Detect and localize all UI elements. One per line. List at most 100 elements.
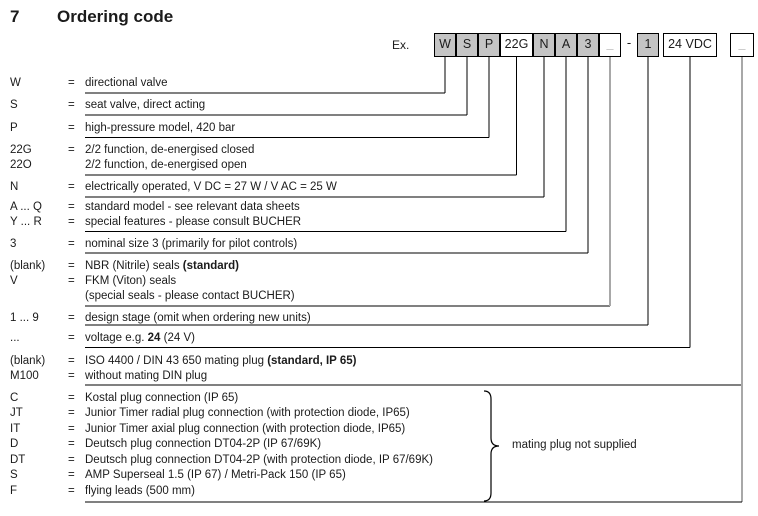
code-row: JT = Junior Timer radial plug connection (…: [0, 407, 758, 422]
code-description: (special seals - please contact BUCHER): [85, 290, 295, 302]
code-description: without mating DIN plug: [85, 369, 208, 382]
code-description: Kostal plug connection (IP 65): [85, 391, 239, 404]
brace-label: mating plug not supplied: [512, 439, 637, 451]
code-box: A: [555, 33, 577, 57]
code-row: (blank) = NBR (Nitrile) seals (standard): [0, 260, 758, 275]
code-description: FKM (Viton) seals: [85, 275, 177, 287]
code-label: ...: [10, 332, 20, 344]
code-label: F: [10, 484, 18, 497]
equals-sign: =: [68, 453, 75, 466]
code-description: ISO 4400 / DIN 43 650 mating plug (stand…: [85, 354, 357, 367]
code-label: IT: [10, 422, 21, 435]
equals-sign: =: [68, 369, 75, 382]
equals-sign: =: [68, 407, 75, 419]
code-box: S: [456, 33, 478, 57]
code-description: 2/2 function, de-energised closed: [85, 144, 255, 156]
code-row: P = high-pressure model, 420 bar: [0, 122, 758, 137]
code-description: high-pressure model, 420 bar: [85, 121, 236, 134]
code-row: (blank) = ISO 4400 / DIN 43 650 mating plu…: [0, 355, 758, 370]
code-label: (blank): [10, 354, 46, 367]
section-number: 7: [10, 7, 20, 26]
example-label: Ex.: [392, 38, 410, 52]
code-label: JT: [10, 407, 23, 419]
code-description: voltage e.g. 24 (24 V): [85, 332, 195, 344]
code-label: DT: [10, 453, 26, 466]
code-description: 2/2 function, de-energised open: [85, 159, 247, 171]
code-description: standard model - see relevant data sheet…: [85, 200, 300, 213]
equals-sign: =: [68, 422, 75, 435]
equals-sign: =: [68, 237, 75, 250]
code-row: Y ... R=special features - please consul…: [0, 216, 758, 231]
code-row: N=electrically operated, V DC = 27 W / V…: [0, 181, 758, 196]
code-label: Y ... R: [10, 215, 42, 228]
code-label: A ... Q: [10, 200, 42, 213]
code-row: (special seals - please contact BUCHER): [0, 290, 758, 305]
code-description: Junior Timer radial plug connection (wit…: [85, 407, 410, 419]
code-row: M100 = without mating DIN plug: [0, 370, 758, 385]
code-row: F=flying leads (500 mm): [0, 485, 758, 500]
equals-sign: =: [68, 200, 75, 213]
equals-sign: =: [68, 121, 75, 134]
code-row: V=FKM (Viton) seals: [0, 275, 758, 290]
equals-sign: =: [68, 144, 75, 156]
code-row: 22O 2/2 function, de-energised open: [0, 159, 758, 174]
code-description: AMP Superseal 1.5 (IP 67) / Metri-Pack 1…: [85, 469, 346, 481]
code-box: 1: [637, 33, 659, 57]
code-label: C: [10, 391, 19, 404]
code-label: 22O: [10, 159, 32, 171]
code-label: P: [10, 121, 18, 134]
equals-sign: =: [68, 275, 75, 287]
equals-sign: =: [68, 469, 75, 481]
code-description: Deutsch plug connection DT04-2P (with pr…: [85, 453, 433, 466]
code-row: D = Deutsch plug connection DT04-2P (IP 67…: [0, 438, 758, 453]
page-title: Ordering code: [57, 7, 174, 26]
code-box: _: [599, 33, 621, 57]
equals-sign: =: [68, 181, 75, 193]
code-label: 1 ... 9: [10, 311, 39, 324]
code-separator: -: [626, 35, 632, 50]
code-description: Junior Timer axial plug connection (with…: [85, 422, 406, 435]
code-description: special features - please consult BUCHER: [85, 215, 302, 228]
code-row: 22G = 2/2 function, de-energised closed: [0, 144, 758, 159]
code-row: 3 = nominal size 3 (primarily for pilot co…: [0, 238, 758, 253]
equals-sign: =: [68, 438, 75, 450]
code-row: IT = Junior Timer axial plug connection (w…: [0, 423, 758, 438]
code-label: W: [10, 77, 21, 89]
code-row: S = seat valve, direct acting: [0, 99, 758, 114]
code-description: NBR (Nitrile) seals (standard): [85, 260, 239, 272]
equals-sign: =: [68, 354, 75, 367]
code-box: _: [730, 33, 754, 57]
code-description: Deutsch plug connection DT04-2P (IP 67/6…: [85, 438, 322, 450]
code-label: M100: [10, 369, 39, 382]
equals-sign: =: [68, 99, 75, 111]
code-box: 22G: [500, 33, 533, 57]
code-label: (blank): [10, 260, 46, 272]
code-label: S: [10, 99, 18, 111]
code-row: ... = voltage e.g. 24 (24 V): [0, 332, 758, 347]
code-row: S = AMP Superseal 1.5 (IP 67) / Metri-Pack…: [0, 469, 758, 484]
code-label: S: [10, 469, 18, 481]
code-box: 24 VDC: [663, 33, 717, 57]
code-row: DT = Deutsch plug connection DT04-2P (with…: [0, 454, 758, 469]
equals-sign: =: [68, 260, 75, 272]
code-description: directional valve: [85, 77, 168, 89]
code-box: 3: [577, 33, 599, 57]
code-row: W = directional valve: [0, 77, 758, 92]
code-row: A ... Q = standard model - see relevant da…: [0, 201, 758, 216]
equals-sign: =: [68, 311, 75, 324]
code-box: P: [478, 33, 500, 57]
code-row: 1 ... 9 = design stage (omit when ordering…: [0, 312, 758, 327]
equals-sign: =: [68, 332, 75, 344]
code-description: electrically operated, V DC = 27 W / V A…: [85, 181, 337, 193]
code-description: seat valve, direct acting: [85, 99, 206, 111]
code-label: 3: [10, 237, 17, 250]
equals-sign: =: [68, 77, 75, 89]
code-description: flying leads (500 mm): [85, 484, 195, 497]
code-description: nominal size 3 (primarily for pilot cont…: [85, 237, 298, 250]
code-box: W: [434, 33, 456, 57]
code-label: 22G: [10, 144, 32, 156]
equals-sign: =: [68, 391, 75, 404]
code-description: design stage (omit when ordering new uni…: [85, 311, 311, 324]
code-label: D: [10, 438, 19, 450]
